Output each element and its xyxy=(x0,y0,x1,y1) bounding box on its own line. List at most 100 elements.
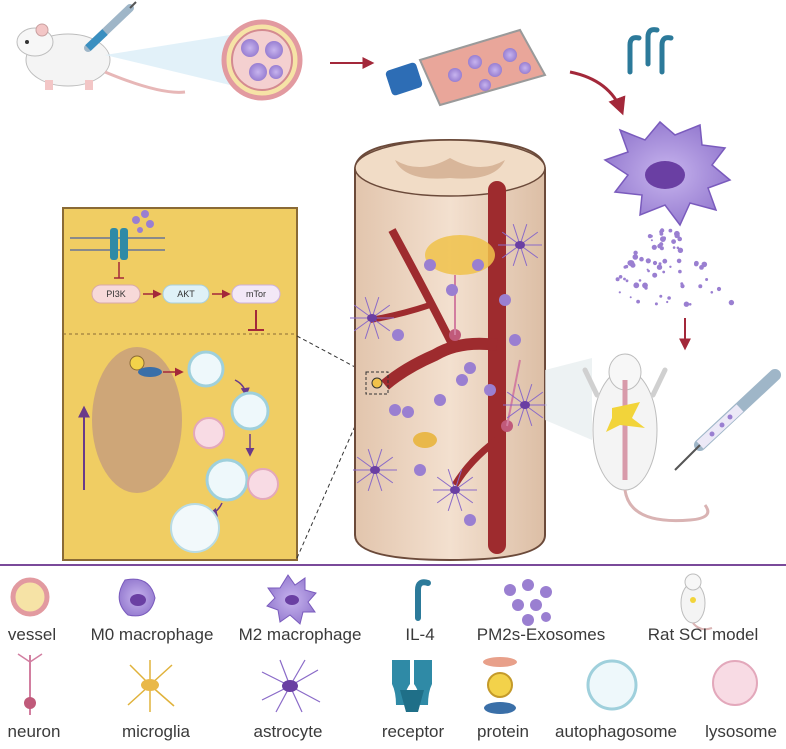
magnify-beam xyxy=(105,35,230,85)
exosome-particle xyxy=(659,294,663,298)
exosome-particle xyxy=(633,282,640,289)
cord-exosome xyxy=(434,394,446,406)
astrocyte xyxy=(350,296,394,340)
exosome-particle xyxy=(683,301,690,307)
exosome-particle xyxy=(625,279,629,283)
neuron-legend-icon xyxy=(17,653,43,715)
astrocyte xyxy=(498,223,542,267)
zoom-line-bottom xyxy=(296,391,371,559)
exosome-spray xyxy=(615,228,735,307)
pi3k-label: PI3K xyxy=(106,289,126,299)
spinal-cord xyxy=(350,138,547,562)
exosome-particle xyxy=(632,254,639,260)
legend-label-exosomes: PM2s-Exosomes xyxy=(476,625,606,644)
exosome-particle xyxy=(618,275,623,279)
exosome-particle xyxy=(618,291,621,294)
exosome-particle xyxy=(624,264,629,269)
il4-legend-icon xyxy=(415,579,431,621)
microglia-legend-icon xyxy=(127,660,175,712)
exosome-particle xyxy=(633,250,638,255)
cord-exosome xyxy=(509,334,521,346)
akt-label: AKT xyxy=(177,289,195,299)
rat-sci-model-legend-icon xyxy=(680,573,713,631)
exosome-particle xyxy=(680,282,684,286)
legend-label-protein: protein xyxy=(477,722,529,741)
cord-exosome xyxy=(464,514,476,526)
exosome-particle xyxy=(638,279,642,282)
exosome-particle xyxy=(652,260,658,266)
exosomes-legend-icon xyxy=(504,579,552,626)
legend-label-autophagosome: autophagosome xyxy=(555,722,677,741)
exosome-particle xyxy=(656,264,663,270)
exosome-particle xyxy=(657,243,663,249)
exosome-particle xyxy=(676,234,680,238)
arrow-flask-to-m2 xyxy=(569,70,626,116)
exosome-particle xyxy=(652,272,658,278)
lysosome-legend-icon xyxy=(712,660,758,706)
exosome-particle xyxy=(701,261,708,268)
cord-exosome xyxy=(499,294,511,306)
syringe-icon xyxy=(84,1,137,52)
exosome-particle xyxy=(662,258,668,264)
cord-exosome xyxy=(446,284,458,296)
legend-label-receptor: receptor xyxy=(381,722,445,741)
exosome-particle xyxy=(658,262,662,266)
legend-label-rat-sci-model: Rat SCI model xyxy=(647,625,759,644)
legend-label-il4: IL-4 xyxy=(405,625,435,644)
vessel-cross-section xyxy=(221,19,303,101)
exosome-particle xyxy=(659,232,664,236)
cord-exosome xyxy=(389,404,401,416)
exosome-particle xyxy=(705,278,709,281)
vessel-legend-icon xyxy=(10,577,50,617)
exosome-particle xyxy=(659,228,665,233)
mechanism-panel: PI3K AKT mTor xyxy=(62,207,298,561)
legend-label-vessel: vessel xyxy=(7,625,57,644)
mtor-label: mTor xyxy=(246,289,266,299)
exosome-particle xyxy=(662,270,666,274)
cord-exosome xyxy=(472,259,484,271)
cord-exosome xyxy=(456,374,468,386)
m2-macrophage-large xyxy=(603,120,732,227)
exosome-particle xyxy=(716,286,722,292)
astrocyte-legend-icon xyxy=(261,659,321,713)
exosome-particle xyxy=(629,296,632,299)
cord-exosome xyxy=(424,259,436,271)
cord-exosome xyxy=(392,329,404,341)
exosome-particle xyxy=(666,300,669,304)
exosome-particle xyxy=(678,269,682,274)
exosome-particle xyxy=(651,244,657,250)
legend-label-microglia: microglia xyxy=(121,722,191,741)
exosome-particle xyxy=(654,302,658,306)
exosome-particle xyxy=(646,268,649,271)
exosome-particle xyxy=(710,291,714,294)
exosome-particle xyxy=(672,246,676,249)
exosome-particle xyxy=(677,247,684,253)
astrocyte xyxy=(433,468,477,512)
protein-legend-icon xyxy=(483,657,517,714)
exosome-particle xyxy=(623,277,626,281)
legend-label-m0-macrophage: M0 macrophage xyxy=(90,625,214,644)
astrocyte xyxy=(353,448,397,492)
focus-beam xyxy=(545,358,592,440)
exosome-particle xyxy=(698,284,703,289)
exosome-particle xyxy=(688,303,692,306)
treated-rat xyxy=(582,353,710,523)
exosome-particle xyxy=(650,234,653,238)
legend-label-lysosome: lysosome xyxy=(705,722,777,741)
exosome-particle xyxy=(662,236,666,240)
exosome-particle xyxy=(677,236,682,242)
culture-flask xyxy=(385,28,547,107)
legend-label-astrocyte: astrocyte xyxy=(253,722,323,741)
receptor-legend-icon xyxy=(392,660,432,712)
exosome-particle xyxy=(645,258,651,264)
exosome-particle xyxy=(669,265,672,268)
legend-label-m2-macrophage: M2 macrophage xyxy=(238,625,362,644)
legend-label-neuron: neuron xyxy=(7,722,61,741)
exosome-particle xyxy=(728,299,735,306)
exosome-particle xyxy=(627,260,634,266)
exosome-particle xyxy=(636,299,640,304)
exosome-particle xyxy=(694,260,699,266)
exosome-particle xyxy=(671,239,676,245)
exosome-particle xyxy=(639,256,644,262)
